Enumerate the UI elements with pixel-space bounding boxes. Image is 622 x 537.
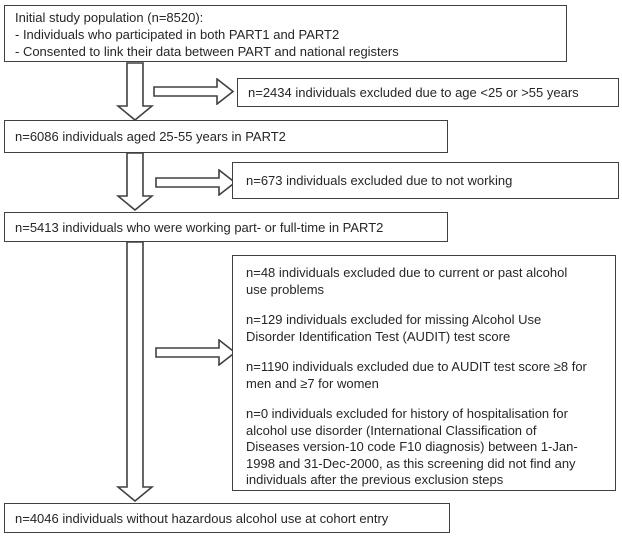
excluded-alcohol-paragraph: n=48 individuals excluded due to current…	[246, 265, 568, 297]
aged-25-55-text: n=6086 individuals aged 25-55 years in P…	[15, 129, 286, 144]
arrow-right-2	[155, 168, 237, 201]
excluded-alcohol-paragraph: n=1190 individuals excluded due to AUDIT…	[246, 359, 587, 391]
initial-population-line: - Consented to link their data between P…	[15, 44, 399, 59]
working-text: n=5413 individuals who were working part…	[15, 219, 384, 235]
final-cohort-text: n=4046 individuals without hazardous alc…	[15, 510, 389, 526]
arrow-down-3	[115, 241, 155, 507]
box-aged-25-55: n=6086 individuals aged 25-55 years in P…	[4, 120, 448, 153]
excluded-alcohol-paragraph: n=129 individuals excluded for missing A…	[246, 312, 542, 344]
arrow-right-1	[153, 77, 235, 110]
arrow-right-3	[155, 338, 237, 371]
initial-population-line: Initial study population (n=8520):	[15, 10, 204, 25]
excluded-age-text: n=2434 individuals excluded due to age <…	[248, 85, 579, 100]
box-excluded-alcohol: n=48 individuals excluded due to current…	[232, 255, 616, 491]
box-excluded-age: n=2434 individuals excluded due to age <…	[237, 78, 619, 107]
arrow-down-2	[115, 152, 155, 216]
arrow-down-1	[115, 62, 155, 126]
initial-population-line: - Individuals who participated in both P…	[15, 27, 340, 42]
box-final-cohort: n=4046 individuals without hazardous alc…	[4, 503, 450, 533]
box-initial-population: Initial study population (n=8520): - Ind…	[4, 5, 567, 62]
excluded-alcohol-paragraph: n=0 individuals excluded for history of …	[246, 406, 578, 487]
box-excluded-not-working: n=673 individuals excluded due to not wo…	[232, 162, 619, 199]
box-working: n=5413 individuals who were working part…	[4, 212, 448, 242]
excluded-not-working-text: n=673 individuals excluded due to not wo…	[246, 173, 513, 188]
